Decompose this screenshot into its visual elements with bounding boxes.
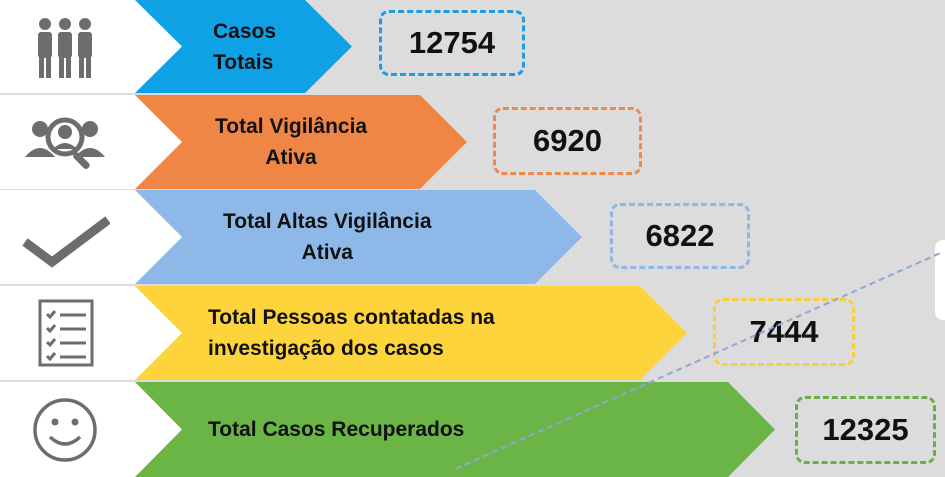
arrow-band <box>120 286 687 380</box>
row-pessoas-contatadas: Total Pessoas contatadas na investigação … <box>0 286 945 380</box>
arrow-band <box>120 190 582 284</box>
value-box: 7444 <box>713 298 855 366</box>
label: Total Pessoas contatadas na investigação … <box>208 286 495 380</box>
arrow-band <box>120 382 775 477</box>
smiley-face-icon <box>33 397 97 462</box>
label-line: Casos <box>213 19 277 43</box>
map-fragment <box>935 240 945 320</box>
value-box: 6822 <box>610 203 750 269</box>
people-group-icon <box>38 17 92 78</box>
value-box: 12754 <box>379 10 525 76</box>
person-search-icon <box>25 117 105 169</box>
label-line: Total Altas Vigilância <box>223 210 432 233</box>
label-line: Ativa <box>301 241 353 264</box>
label-line: investigação dos casos <box>208 337 444 360</box>
label: Total Casos Recuperados <box>208 382 464 477</box>
checkmark-icon <box>22 216 110 268</box>
label-line: Total Vigilância <box>215 115 368 138</box>
label-line: Total Pessoas contatadas na <box>208 306 495 329</box>
checklist-icon <box>38 299 94 367</box>
value-box: 6920 <box>493 107 642 175</box>
label-line: Totais <box>213 50 274 74</box>
label-line: Ativa <box>265 146 317 169</box>
value-box: 12325 <box>795 396 936 464</box>
row-casos-recuperados: Total Casos Recuperados 12325 <box>0 382 945 477</box>
label-line: Total Casos Recuperados <box>208 418 465 441</box>
